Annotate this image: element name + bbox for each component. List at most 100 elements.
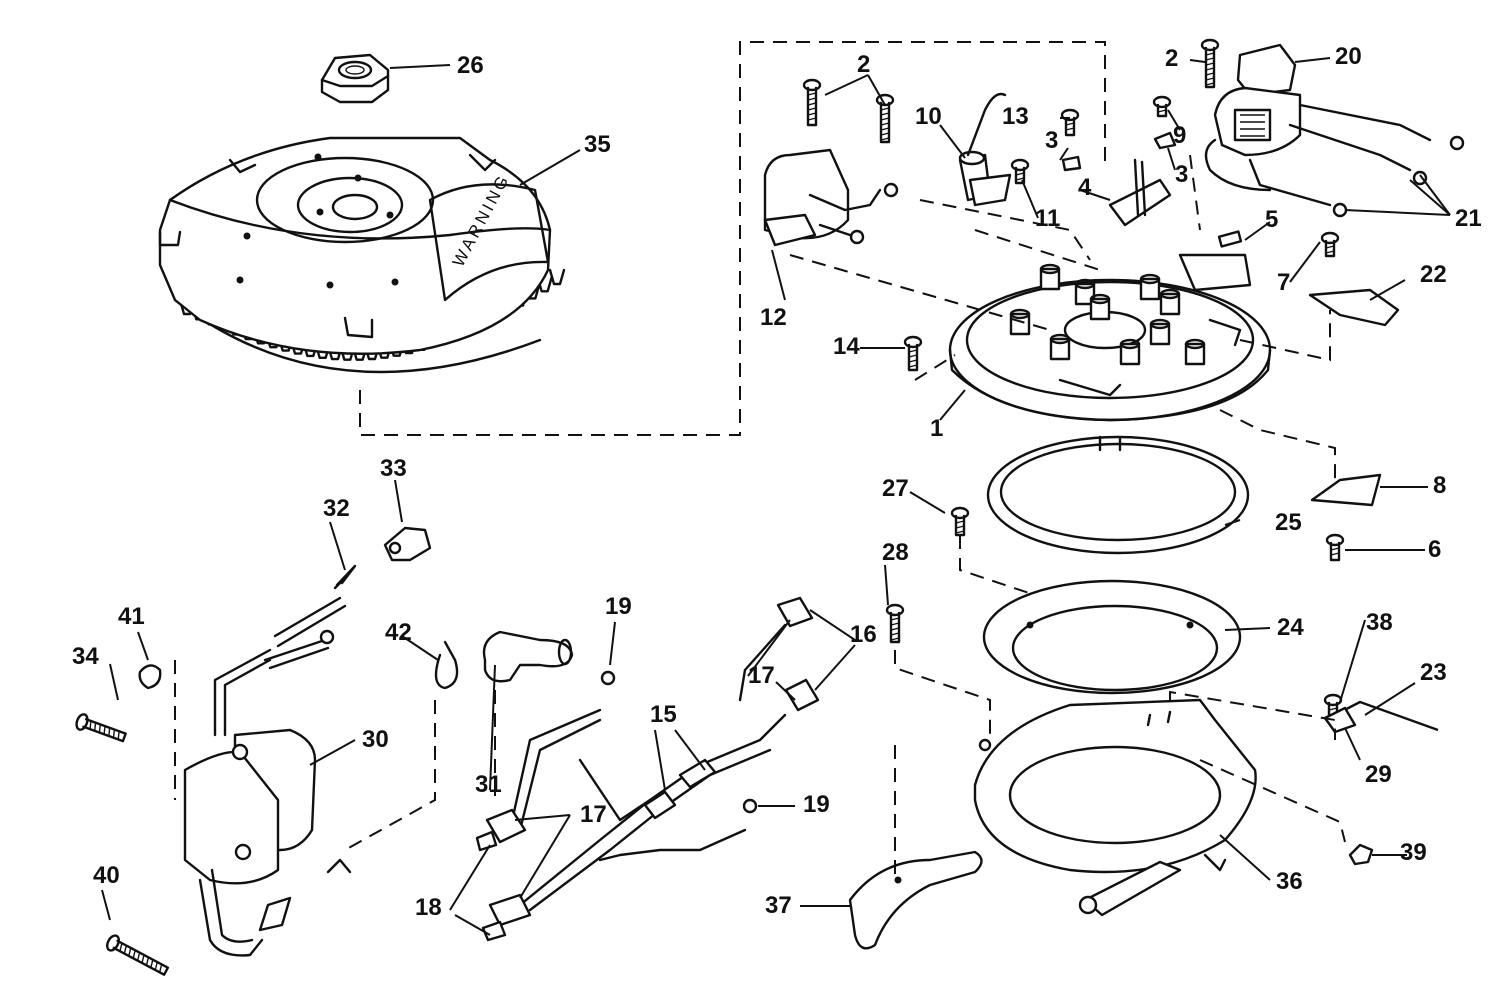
part-label-22: 22 xyxy=(1420,261,1447,288)
leader-line xyxy=(137,631,149,661)
screw-34 xyxy=(75,713,127,743)
part-label-37: 37 xyxy=(765,892,792,919)
screw-28 xyxy=(885,603,905,644)
screw-thread xyxy=(807,112,817,116)
part-label-32: 32 xyxy=(323,495,350,522)
leader-line xyxy=(1219,834,1271,881)
screw-thread xyxy=(1328,707,1338,711)
screw-head xyxy=(75,713,89,731)
leader-line xyxy=(514,814,571,821)
screw-thread xyxy=(880,132,890,136)
leader-line xyxy=(309,739,356,766)
leader-line xyxy=(775,681,796,701)
screw-thread xyxy=(1205,77,1215,81)
ignition-coil xyxy=(183,648,317,957)
part-label-27: 27 xyxy=(882,475,909,502)
part-label-26: 26 xyxy=(457,52,484,79)
screw-thread xyxy=(1015,177,1025,181)
leader-line xyxy=(454,914,491,936)
part-label-17: 17 xyxy=(748,662,775,689)
stator-stud xyxy=(1039,267,1061,291)
leader-line xyxy=(1167,147,1176,171)
screw-thread xyxy=(880,122,890,126)
retainer-ring xyxy=(986,435,1250,555)
leader-line xyxy=(1059,147,1069,161)
screw-thread xyxy=(128,947,132,957)
part-label-36: 36 xyxy=(1276,868,1303,895)
part-label-34: 34 xyxy=(72,643,99,670)
leader-line xyxy=(1224,519,1241,526)
screw-thread xyxy=(807,102,817,106)
screw-thread xyxy=(908,354,918,358)
leader-line xyxy=(747,619,791,677)
screw-thread xyxy=(880,112,890,116)
leader-line xyxy=(609,621,616,666)
screw-shank xyxy=(82,718,127,743)
part-label-20: 20 xyxy=(1335,43,1362,70)
screw-thread xyxy=(908,359,918,363)
screw-shank xyxy=(1014,166,1026,185)
screw-thread xyxy=(1205,72,1215,76)
leader-line xyxy=(939,124,966,159)
screw-thread xyxy=(890,632,900,636)
leader-line xyxy=(1167,109,1181,131)
screw-shank xyxy=(889,611,901,644)
nut-39 xyxy=(1348,843,1374,866)
screw-thread xyxy=(1015,172,1025,176)
alignment-lines xyxy=(174,41,1346,880)
screw-shank xyxy=(112,939,170,976)
screw-thread xyxy=(1205,67,1215,71)
leader-line xyxy=(884,564,889,606)
screw-thread xyxy=(1065,122,1075,126)
part-label-16: 16 xyxy=(850,621,877,648)
part-label-33: 33 xyxy=(380,455,407,482)
stud-top xyxy=(1049,333,1071,345)
screw-thread xyxy=(119,943,123,952)
leader-line xyxy=(1344,209,1451,216)
part-label-29: 29 xyxy=(1365,761,1392,788)
condenser xyxy=(958,92,1012,207)
screw-thread xyxy=(880,137,890,141)
part-label-1: 1 xyxy=(930,415,943,442)
screw-shank xyxy=(1204,46,1216,89)
part-label-9: 9 xyxy=(1173,122,1186,149)
leader-line xyxy=(654,729,666,791)
screw-head xyxy=(1152,95,1172,109)
screw-thread xyxy=(955,525,965,529)
stud-top xyxy=(1074,278,1096,290)
screw-13 xyxy=(1060,108,1080,137)
part-label-24: 24 xyxy=(1277,614,1304,641)
screw-thread xyxy=(1157,109,1167,113)
leader-line xyxy=(519,149,581,186)
stator-stud xyxy=(1149,322,1171,346)
screw-head xyxy=(106,934,120,952)
leader-line xyxy=(1419,174,1451,216)
leader-line xyxy=(489,664,496,791)
leader-line xyxy=(401,635,439,661)
part-label-10: 10 xyxy=(915,103,942,130)
lockwasher-41 xyxy=(138,664,162,690)
flywheel: WARNING xyxy=(158,136,566,374)
part-label-17: 17 xyxy=(580,801,607,828)
screw-head xyxy=(1200,38,1220,52)
part-label-14: 14 xyxy=(833,333,860,360)
screw-shank xyxy=(806,86,818,127)
screw-thread xyxy=(807,117,817,121)
screw-thread xyxy=(141,954,145,964)
screw-thread xyxy=(880,127,890,131)
stud-top xyxy=(1159,288,1181,300)
stud-top xyxy=(1009,308,1031,320)
leader-line xyxy=(519,814,571,899)
part-label-2: 2 xyxy=(857,51,870,78)
part-label-11: 11 xyxy=(1035,205,1060,232)
stator-stud xyxy=(1139,277,1161,301)
screw-40 xyxy=(106,934,170,976)
part-label-6: 6 xyxy=(1428,536,1441,563)
screw-head xyxy=(802,78,822,92)
screw-11 xyxy=(1010,158,1030,185)
stud-top xyxy=(1119,338,1141,350)
part-label-40: 40 xyxy=(93,862,120,889)
part-label-25: 25 xyxy=(1275,509,1302,536)
screw-thread xyxy=(89,720,92,730)
leader-line xyxy=(1224,627,1271,631)
